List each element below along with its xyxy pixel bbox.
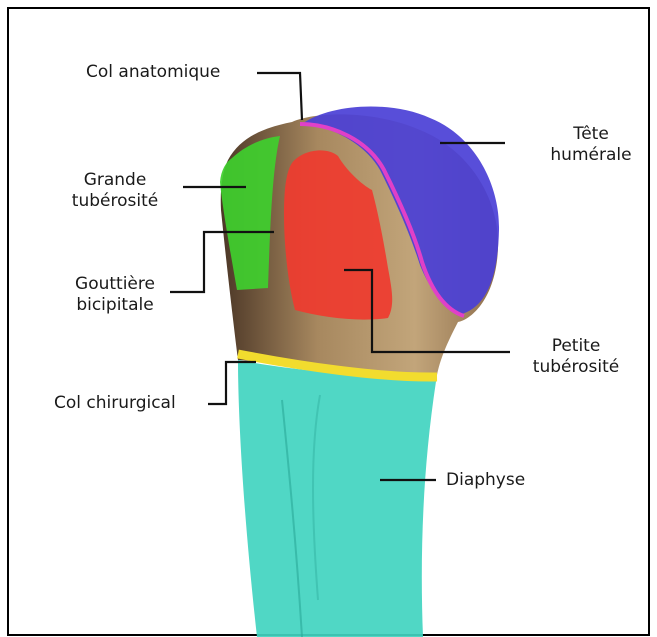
label-gouttiere-bicipitale-line1: Gouttière — [60, 274, 170, 295]
label-petite-tuberosite: Petite tubérosité — [520, 336, 632, 378]
label-gouttiere-bicipitale-line2: bicipitale — [60, 295, 170, 316]
region-diaphyse — [238, 360, 437, 637]
label-diaphyse: Diaphyse — [446, 470, 525, 491]
label-petite-tuberosite-line2: tubérosité — [520, 357, 632, 378]
label-petite-tuberosite-line1: Petite — [520, 336, 632, 357]
label-grande-tuberosite-line1: Grande — [60, 170, 170, 191]
label-tete-humerale-line1: Tête — [548, 124, 634, 145]
label-col-anatomique: Col anatomique — [86, 62, 220, 83]
label-col-chirurgical: Col chirurgical — [54, 393, 176, 414]
label-grande-tuberosite: Grande tubérosité — [60, 170, 170, 212]
label-grande-tuberosite-line2: tubérosité — [60, 191, 170, 212]
label-gouttiere-bicipitale: Gouttière bicipitale — [60, 274, 170, 316]
label-tete-humerale: Tête humérale — [548, 124, 634, 166]
label-tete-humerale-line2: humérale — [548, 145, 634, 166]
